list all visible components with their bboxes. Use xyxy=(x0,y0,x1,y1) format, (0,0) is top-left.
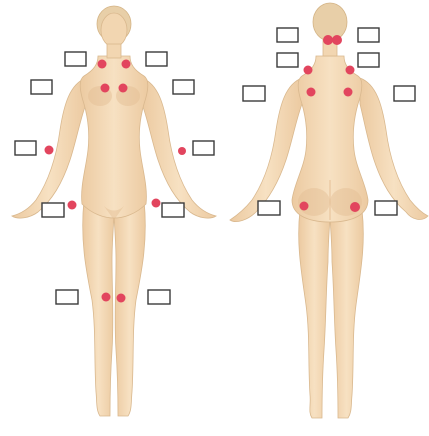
checkbox-back-trapezius-right[interactable] xyxy=(358,53,379,67)
tender-point xyxy=(102,293,111,302)
tender-point xyxy=(68,201,77,210)
back-hair xyxy=(313,3,347,41)
front-face xyxy=(101,13,127,47)
checkbox-front-hip-left[interactable] xyxy=(42,203,64,217)
tender-point xyxy=(152,199,161,208)
tender-point xyxy=(346,66,355,75)
checkbox-front-chest-right[interactable] xyxy=(173,80,194,94)
checkbox-front-knee-right[interactable] xyxy=(148,290,170,304)
checkbox-front-knee-left[interactable] xyxy=(56,290,78,304)
checkbox-front-neck-left[interactable] xyxy=(65,52,86,66)
front-torso xyxy=(80,56,148,218)
checkbox-back-occiput-left[interactable] xyxy=(277,28,298,42)
back-buttock-right xyxy=(330,188,362,216)
tender-point xyxy=(307,88,316,97)
checkbox-back-supraspinatus-left[interactable] xyxy=(243,86,265,101)
tender-point xyxy=(323,35,333,45)
tender-point xyxy=(332,35,342,45)
tender-point xyxy=(344,88,353,97)
tender-point xyxy=(122,60,131,69)
checkbox-front-chest-left[interactable] xyxy=(31,80,52,94)
checkbox-back-gluteal-right[interactable] xyxy=(375,201,397,215)
tender-point xyxy=(350,202,360,212)
tender-point xyxy=(304,66,313,75)
front-left-leg xyxy=(83,200,114,416)
tender-point xyxy=(300,202,309,211)
checkbox-back-gluteal-left[interactable] xyxy=(258,201,280,215)
tender-point xyxy=(117,294,126,303)
back-left-leg xyxy=(299,210,330,418)
back-spine-shade xyxy=(329,180,331,220)
front-neck xyxy=(107,44,121,58)
checkbox-front-neck-right[interactable] xyxy=(146,52,167,66)
tender-point xyxy=(45,146,54,155)
tender-point xyxy=(119,84,128,93)
checkbox-back-occiput-right[interactable] xyxy=(358,28,379,42)
checkbox-front-hip-right[interactable] xyxy=(162,203,184,217)
checkbox-front-elbow-left[interactable] xyxy=(15,141,36,155)
checkbox-front-elbow-right[interactable] xyxy=(193,141,214,155)
back-right-leg xyxy=(330,210,363,418)
tender-point xyxy=(178,147,186,155)
front-right-leg xyxy=(114,200,145,416)
tender-point xyxy=(98,60,107,69)
checkbox-back-trapezius-left[interactable] xyxy=(277,53,298,67)
back-left-arm xyxy=(230,78,302,222)
checkbox-back-supraspinatus-right[interactable] xyxy=(394,86,415,101)
tender-point xyxy=(101,84,110,93)
